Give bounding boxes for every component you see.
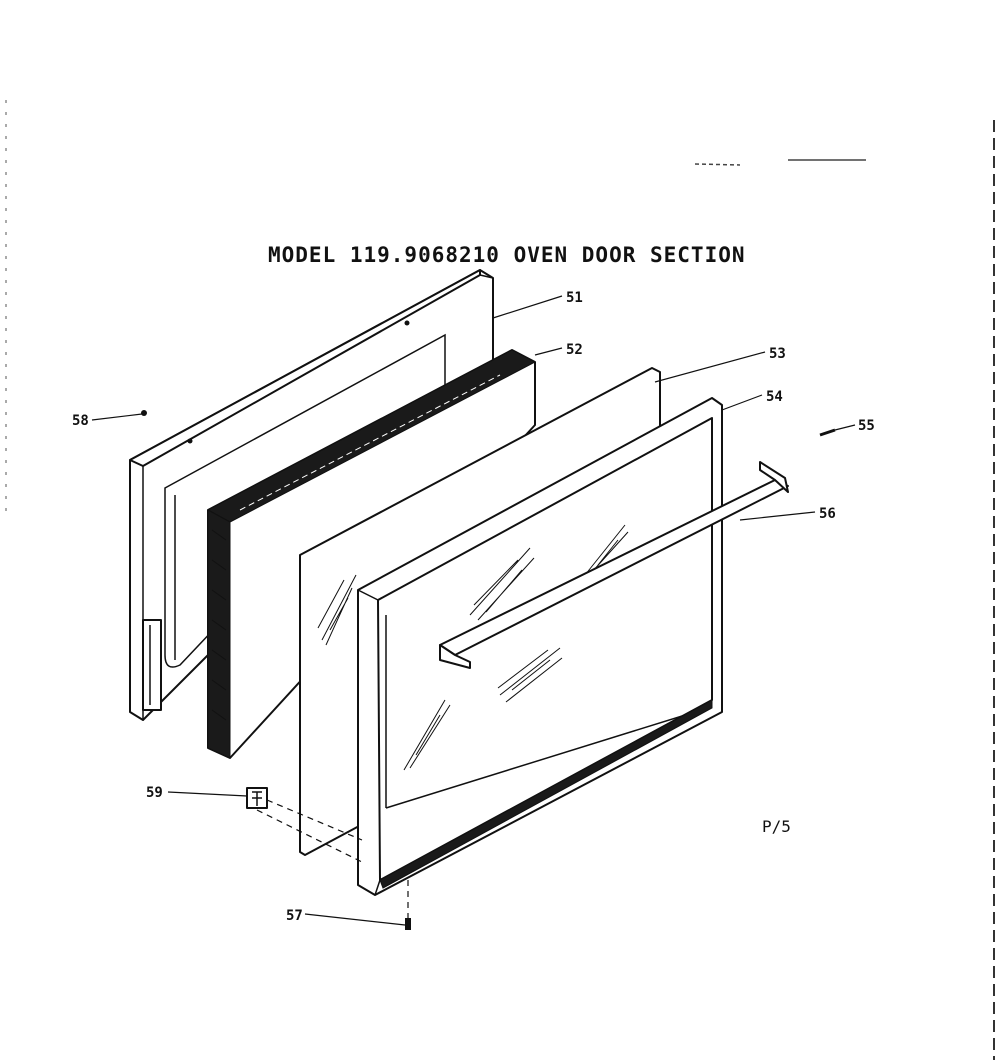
callout-57: 57 [286,908,303,924]
assembly-guide-lines [256,799,409,918]
frame-glass-hatch [403,524,629,771]
callout-58: 58 [72,413,89,429]
callout-59: 59 [146,785,163,801]
screw-55 [819,428,836,437]
leader-lines [91,295,856,926]
callout-53: 53 [769,346,786,362]
callout-52: 52 [566,342,583,358]
outer-door-frame-54 [357,397,723,896]
diagram-title: MODEL 119.9068210 OVEN DOOR SECTION [268,243,746,267]
screw-57 [405,918,411,930]
callout-56: 56 [819,506,836,522]
door-handle-56 [439,461,789,669]
glass-reflection-hatch [317,574,357,646]
clip-59 [246,787,268,809]
callout-55: 55 [858,418,875,434]
callout-54: 54 [766,389,783,405]
callout-51: 51 [566,290,583,306]
scan-edge-marks [5,100,995,1060]
page-reference: P/5 [762,817,791,836]
screw-58 [141,410,147,416]
